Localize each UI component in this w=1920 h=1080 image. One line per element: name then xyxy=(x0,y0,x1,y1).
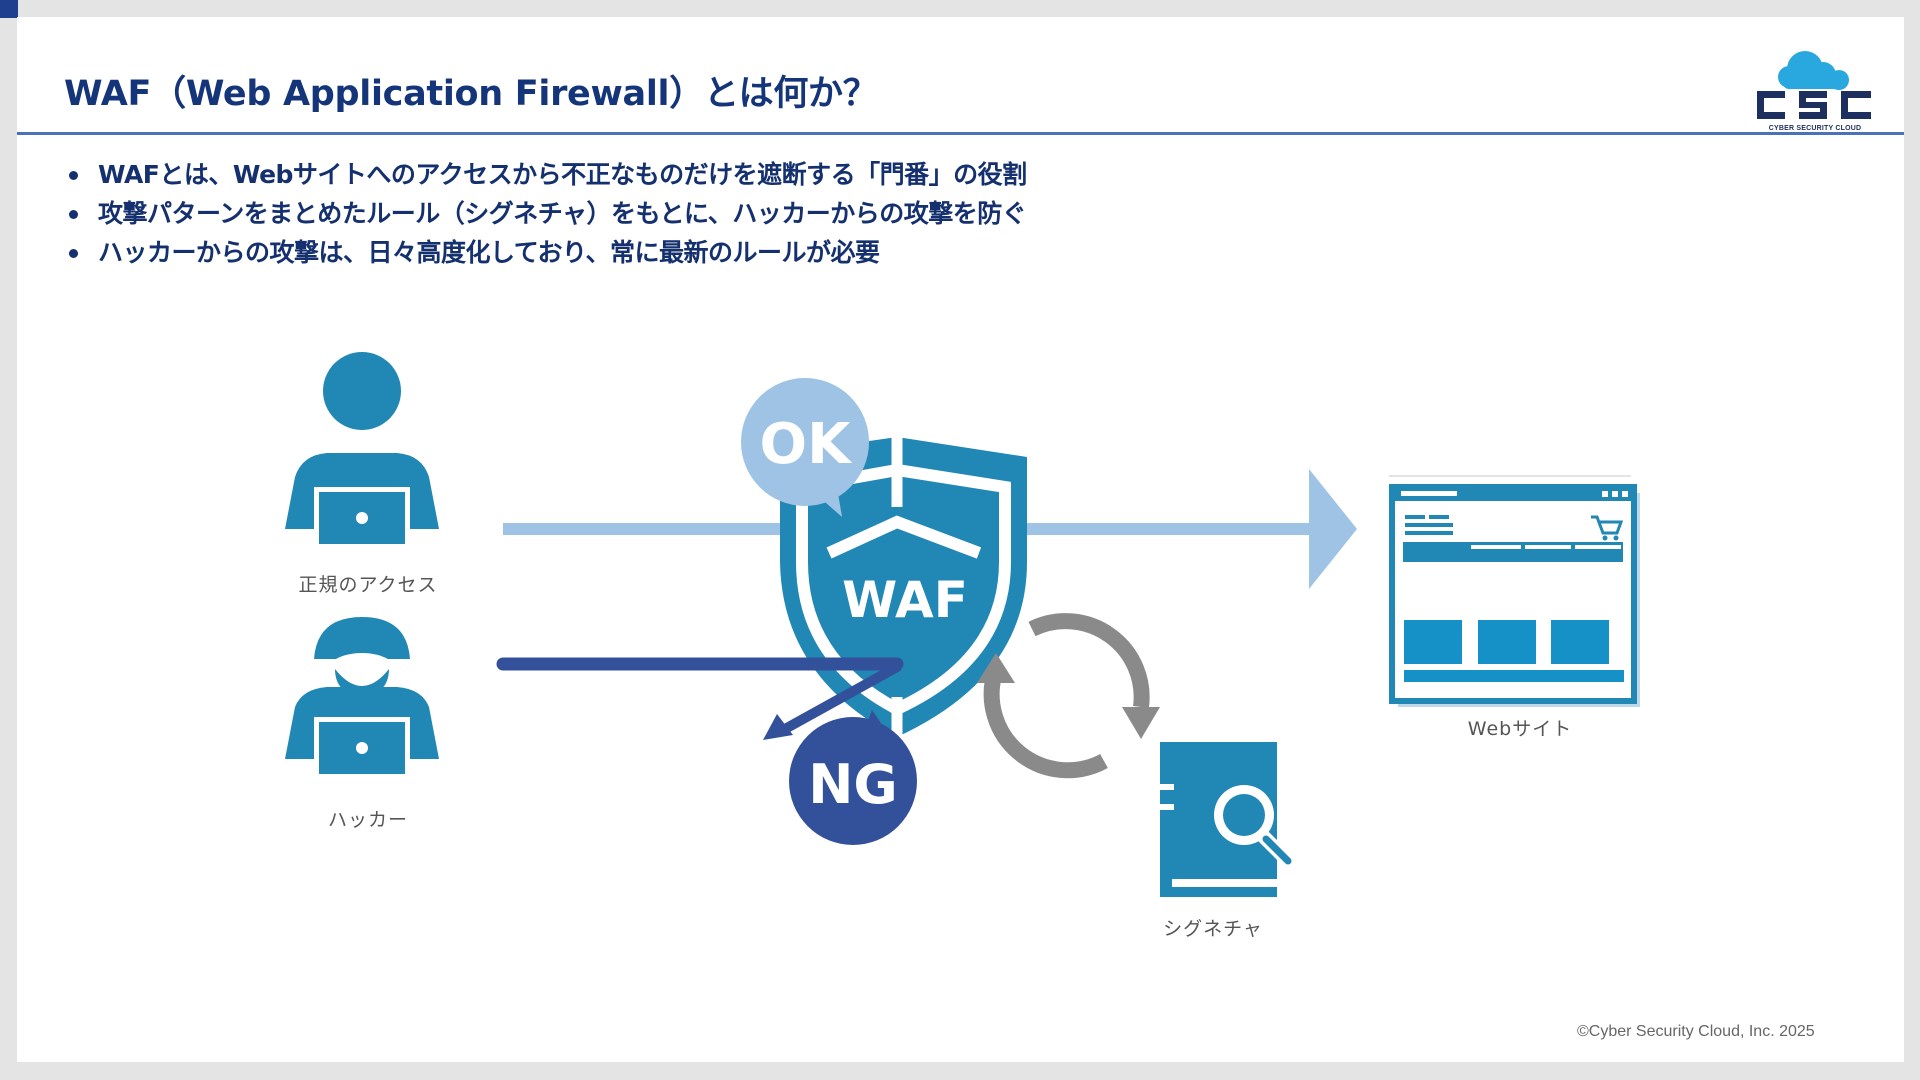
user-laptop-icon xyxy=(285,352,439,549)
logo-subtext: CYBER SECURITY CLOUD xyxy=(1768,125,1862,132)
bullet-item: ハッカーからの攻撃は、日々高度化しており、常に最新のルールが必要 xyxy=(62,233,1027,272)
hooded-hacker-icon xyxy=(285,617,439,779)
waf-diagram: WAF OK NG xyxy=(285,352,1640,897)
bullet-dot xyxy=(69,210,78,219)
waf-label: WAF xyxy=(842,571,968,629)
refresh-cycle-icon xyxy=(983,613,1150,779)
blocked-deflection-line xyxy=(780,662,902,734)
bullet-item: WAFとは、Webサイトへのアクセスから不正なものだけを遮断する「門番」の役割 xyxy=(62,155,1027,194)
bullet-text: WAFとは、Webサイトへのアクセスから不正なものだけを遮断する「門番」の役割 xyxy=(98,160,1027,189)
company-logo: CYBER SECURITY CLOUD xyxy=(1753,47,1877,137)
bullet-dot xyxy=(69,249,78,258)
hacker-label: ハッカー xyxy=(327,809,409,831)
website-label: Webサイト xyxy=(1467,718,1573,740)
bullet-dot xyxy=(69,171,78,180)
ok-badge-text: OK xyxy=(760,412,854,477)
legit-access-label: 正規のアクセス xyxy=(298,574,438,596)
ok-speech-bubble xyxy=(741,378,869,517)
copyright-notice: ©Cyber Security Cloud, Inc. 2025 xyxy=(1577,1023,1815,1040)
bullet-list: WAFとは、Webサイトへのアクセスから不正なものだけを遮断する「門番」の役割 … xyxy=(62,155,1027,272)
bullet-item: 攻撃パターンをまとめたルール（シグネチャ）をもとに、ハッカーからの攻撃を防ぐ xyxy=(62,194,1027,233)
refresh-arrowhead-left xyxy=(977,653,1015,683)
blocked-arrowhead xyxy=(763,714,793,740)
bullet-text: ハッカーからの攻撃は、日々高度化しており、常に最新のルールが必要 xyxy=(98,238,880,267)
refresh-arrowhead-right xyxy=(1122,707,1160,739)
slide-title: WAF（Web Application Firewall）とは何か？ xyxy=(64,74,878,114)
slide: WAF（Web Application Firewall）とは何か？ CYBER… xyxy=(17,17,1904,1062)
signature-book-icon xyxy=(1160,742,1297,897)
ng-badge-text: NG xyxy=(808,753,898,816)
website-browser-icon xyxy=(1389,475,1640,707)
corner-accent xyxy=(0,0,18,18)
ng-speech-bubble xyxy=(789,710,917,845)
signature-label: シグネチャ xyxy=(1163,918,1263,940)
cloud-logo-icon xyxy=(1757,51,1871,119)
title-underline xyxy=(17,132,1904,135)
bullet-text: 攻撃パターンをまとめたルール（シグネチャ）をもとに、ハッカーからの攻撃を防ぐ xyxy=(98,199,1027,228)
